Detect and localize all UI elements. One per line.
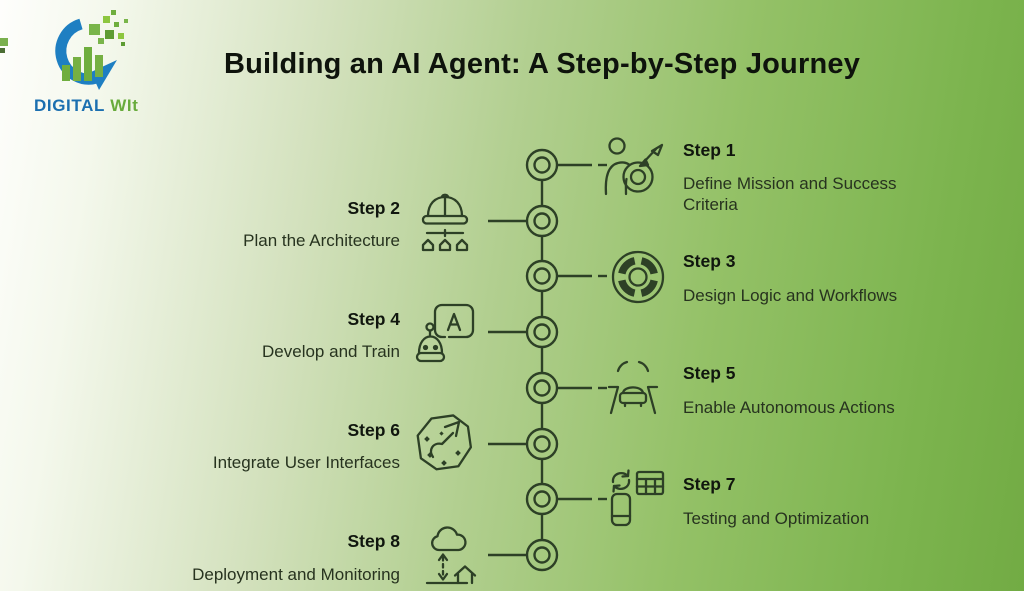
page-title: Building an AI Agent: A Step-by-Step Jou…: [223, 48, 861, 80]
edge-pixel-decoration: [0, 48, 5, 53]
step-description: Enable Autonomous Actions: [683, 398, 895, 417]
timeline-node-4: [525, 315, 559, 349]
timeline-node-8: [525, 538, 559, 572]
sticker-arrow-icon: [412, 411, 476, 475]
bottom-border: [0, 591, 1024, 597]
growth-chart-arrow-logo-icon: [55, 10, 128, 90]
hardhat-hierarchy-icon: [413, 190, 477, 254]
logo-text-secondary: WIt: [110, 96, 139, 115]
step-label: Step 1: [683, 140, 736, 160]
cloud-deployment-icon: [415, 526, 479, 590]
edge-pixel-decoration: [0, 38, 8, 46]
device-sync-table-icon: [603, 467, 667, 531]
timeline-node-6: [525, 427, 559, 461]
step-description: Plan the Architecture: [243, 231, 400, 250]
person-target-icon: [601, 136, 665, 200]
step-description: Develop and Train: [262, 342, 400, 361]
step-label: Step 7: [683, 474, 736, 494]
autonomous-car-icon: [601, 356, 665, 420]
step-label: Step 4: [347, 309, 400, 329]
logo-text-primary: DIGITAL: [34, 96, 105, 115]
timeline-node-3: [525, 259, 559, 293]
digital-wit-logo: DIGITAL WIt: [28, 8, 148, 120]
timeline-node-5: [525, 371, 559, 405]
timeline-node-7: [525, 482, 559, 516]
logo-wordmark: DIGITAL WIt: [34, 96, 139, 116]
robot-learning-icon: [415, 301, 479, 365]
timeline-node-2: [525, 204, 559, 238]
step-label: Step 5: [683, 363, 736, 383]
step-label: Step 2: [347, 198, 400, 218]
timeline-node-1: [525, 148, 559, 182]
step-label: Step 3: [683, 251, 736, 271]
step-description: Testing and Optimization: [683, 509, 870, 528]
step-description: Define Mission and Success Criteria: [683, 174, 897, 215]
step-description: Design Logic and Workflows: [683, 286, 898, 305]
step-label: Step 8: [347, 531, 400, 551]
step-description: Deployment and Monitoring: [192, 565, 400, 584]
step-label: Step 6: [347, 420, 400, 440]
step-description: Integrate User Interfaces: [212, 453, 400, 472]
workflow-wheel-icon: [606, 245, 670, 309]
